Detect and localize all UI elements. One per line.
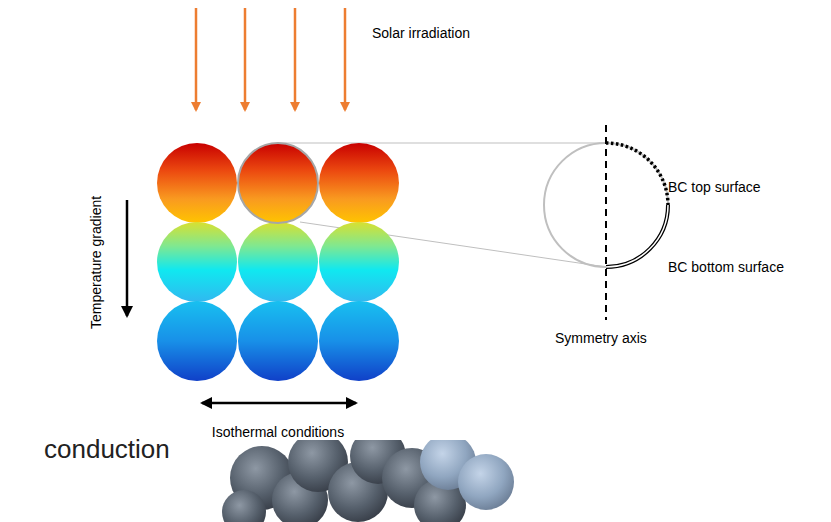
solar-arrows (196, 8, 345, 110)
zoomed-particle (544, 125, 668, 320)
isothermal-arrow (202, 402, 356, 405)
heading-label: Solar irradiation (372, 25, 470, 42)
axis-label: Temperature gradient (89, 195, 106, 328)
callout-label: Symmetry axis (555, 330, 647, 347)
particle-grid (157, 143, 399, 381)
callout-label: BC bottom surface (668, 259, 784, 276)
sphere-cluster (222, 440, 514, 522)
callout-label: BC top surface (668, 179, 761, 196)
caption-fragment: conduction (44, 434, 170, 465)
gradient-arrow (126, 200, 129, 316)
axis-label: Isothermal conditions (212, 424, 344, 441)
